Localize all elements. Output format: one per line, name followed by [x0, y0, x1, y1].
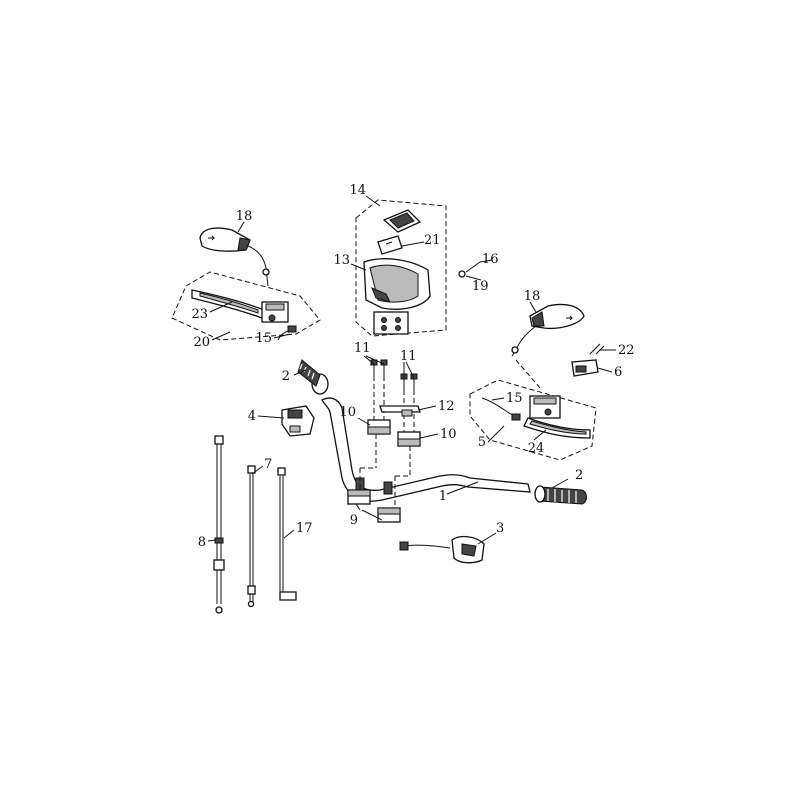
- callout-3: 3: [496, 521, 504, 536]
- callout-15-left: 15: [255, 331, 272, 346]
- callout-23: 23: [191, 307, 208, 322]
- left-brake-switch: [277, 325, 297, 341]
- callout-17: 17: [296, 521, 313, 536]
- callout-8: 8: [198, 535, 206, 550]
- callout-18-right: 18: [524, 289, 541, 304]
- clamp-bolts: [370, 359, 418, 390]
- callout-21: 21: [424, 233, 441, 248]
- callout-12: 12: [438, 399, 455, 414]
- small-screw: [458, 261, 481, 278]
- mirror-bracket: [571, 343, 605, 377]
- callout-15-right: 15: [506, 391, 523, 406]
- cable-17: [277, 467, 297, 601]
- meter-cover-assembly: [355, 199, 447, 337]
- callout-4: 4: [248, 409, 256, 424]
- throttle-housing: [399, 535, 485, 564]
- callout-9: 9: [350, 513, 358, 528]
- cable-7: [247, 465, 256, 608]
- left-switch: [281, 405, 315, 437]
- callout-13: 13: [333, 253, 350, 268]
- cable-8: [213, 435, 225, 614]
- callout-16: 16: [482, 252, 499, 267]
- callout-10-lower: 10: [440, 427, 457, 442]
- callout-14: 14: [349, 183, 366, 198]
- meter-gauge: [382, 209, 422, 233]
- callout-10-upper: 10: [339, 405, 356, 420]
- callout-1: 1: [439, 489, 447, 504]
- leader-lines: [207, 195, 616, 545]
- lower-clamp-right: [377, 507, 401, 523]
- callout-5: 5: [478, 435, 486, 450]
- grip-right: [534, 485, 587, 505]
- right-lever-assembly: [469, 379, 597, 461]
- left-master-cylinder: [261, 301, 289, 323]
- meter-bezel: [377, 235, 403, 255]
- callout-18-left: 18: [236, 209, 253, 224]
- callout-11-left: 11: [354, 341, 371, 356]
- callout-20: 20: [193, 335, 210, 350]
- callout-11-right: 11: [400, 349, 417, 364]
- meter-cover: [363, 258, 431, 310]
- grip-left: [297, 359, 329, 395]
- meter-mount-plate: [373, 311, 409, 335]
- handlebar-knurl-right: [383, 481, 393, 495]
- callout-24: 24: [528, 441, 545, 456]
- right-master-cylinder: [529, 395, 561, 419]
- callout-7: 7: [264, 457, 272, 472]
- right-brake-lever: [523, 417, 591, 439]
- callout-22: 22: [618, 343, 635, 358]
- callout-2-right: 2: [575, 468, 583, 483]
- lower-clamp-left: [347, 489, 371, 505]
- mirror-left: [199, 227, 270, 287]
- right-brake-switch: [481, 397, 521, 421]
- left-lever-assembly: [171, 271, 321, 341]
- callout-labels: 1 2 2 3 4 5 6 7 8 9 10 10 11 11 12 13 14…: [191, 183, 634, 550]
- mirror-right: [511, 303, 585, 389]
- callout-19: 19: [472, 279, 489, 294]
- upper-clamp-left: [367, 419, 391, 435]
- callout-2-left: 2: [282, 369, 290, 384]
- callout-6: 6: [614, 365, 622, 380]
- center-bracket: [379, 405, 421, 417]
- upper-clamp-right: [397, 431, 421, 447]
